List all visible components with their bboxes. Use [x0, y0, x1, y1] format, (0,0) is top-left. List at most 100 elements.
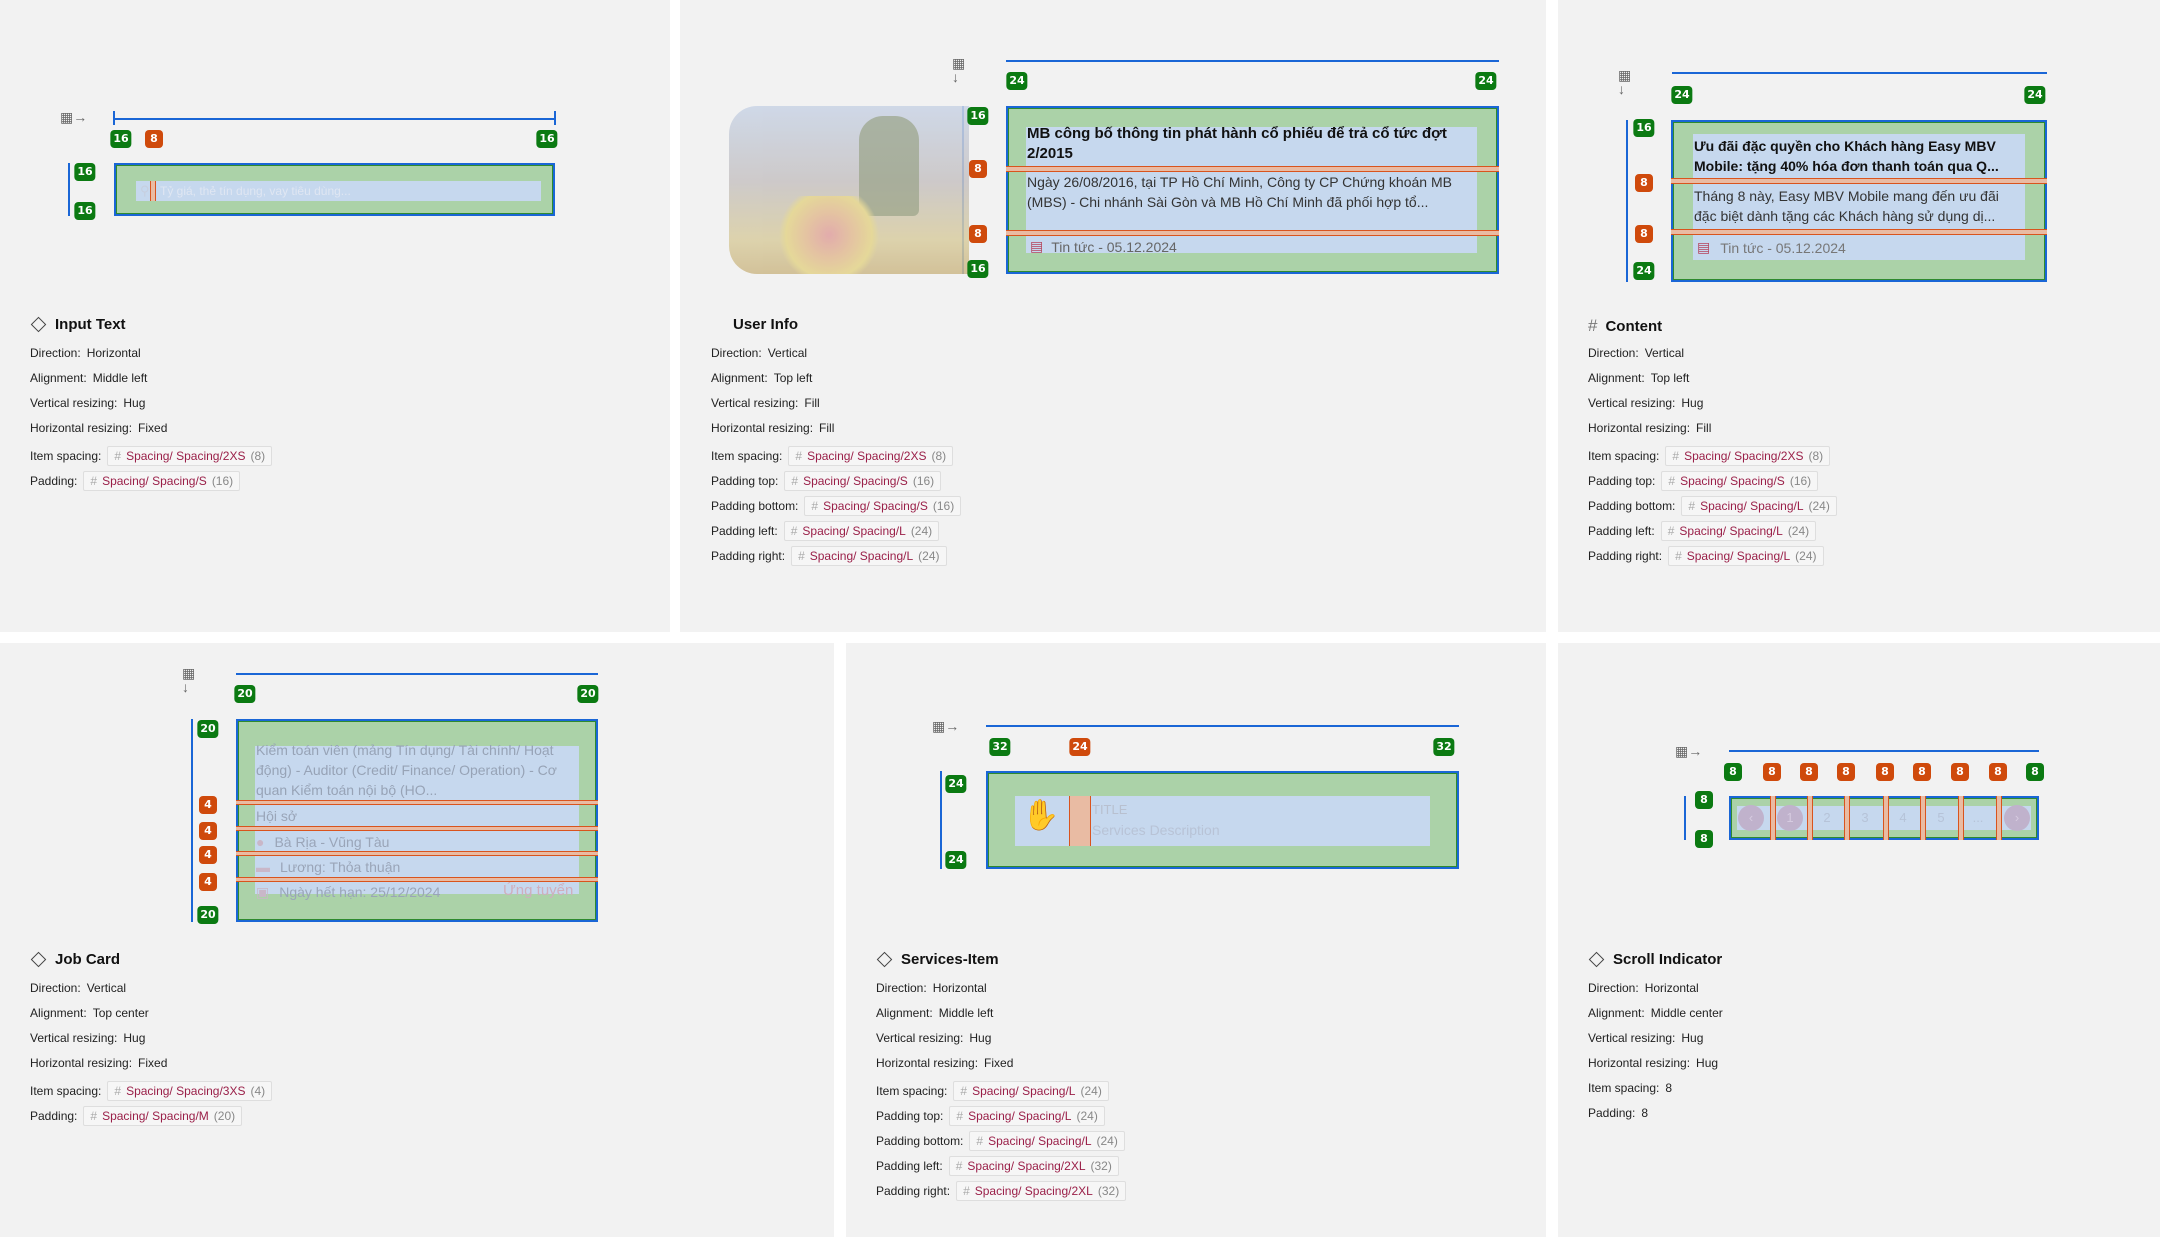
property-label: Alignment:: [1588, 1006, 1645, 1020]
property-row: Vertical resizing:Hug: [876, 1031, 991, 1045]
news-headline[interactable]: MB công bố thông tin phát hành cổ phiếu …: [1027, 125, 1447, 162]
property-label: Padding bottom:: [876, 1134, 964, 1148]
spacing-badge: 8: [1876, 763, 1894, 781]
property-label: Direction:: [711, 346, 762, 360]
next-page-button[interactable]: ›: [2004, 805, 2030, 831]
variable-hash-icon: #: [811, 499, 819, 513]
vertical-layout-icon: ▦↓: [952, 55, 966, 85]
horizontal-layout-icon: ▦→: [932, 718, 960, 734]
property-label: Horizontal resizing:: [30, 1056, 133, 1070]
job-card-content: [255, 746, 579, 894]
property-label: Horizontal resizing:: [30, 421, 133, 435]
news-meta: Tin tức - 05.12.2024: [1051, 238, 1177, 255]
property-value: Fill: [1696, 421, 1712, 435]
prev-page-button[interactable]: ‹: [1738, 805, 1764, 831]
property-label: Padding bottom:: [1588, 499, 1676, 513]
property-label: Alignment:: [711, 371, 768, 385]
spacing-badge: 8: [1951, 763, 1969, 781]
property-row: Padding top:#Spacing/ Spacing/S(16): [711, 471, 942, 491]
spacing-badge: 16: [74, 202, 96, 220]
variable-token-name: Spacing/ Spacing/2XS: [807, 449, 927, 463]
width-measure-line: [1006, 60, 1499, 62]
page-item[interactable]: 4: [1899, 810, 1907, 825]
width-measure-line: [236, 673, 598, 675]
property-label: Horizontal resizing:: [711, 421, 814, 435]
job-title[interactable]: Kiểm toán viên (mảng Tín dụng/ Tài chính…: [256, 742, 557, 798]
height-measure-line: [68, 163, 70, 216]
property-row: Alignment:Top left: [1588, 371, 1689, 385]
spacing-badge: 24: [1671, 86, 1693, 104]
property-label: Direction:: [1588, 981, 1639, 995]
variable-token-chip[interactable]: #Spacing/ Spacing/L(24): [783, 521, 940, 541]
item-spacing-gap: [236, 800, 598, 805]
measure-cap: [113, 111, 115, 125]
height-measure-line: [940, 771, 942, 869]
variable-token-name: Spacing/ Spacing/L: [988, 1134, 1092, 1148]
variable-token-chip[interactable]: #Spacing/ Spacing/L(24): [1660, 521, 1817, 541]
property-label: Item spacing:: [30, 449, 102, 463]
promo-headline[interactable]: Ưu đãi đặc quyền cho Khách hàng Easy MBV…: [1694, 138, 1999, 174]
variable-token-chip[interactable]: #Spacing/ Spacing/S(16): [784, 471, 942, 491]
property-label: Vertical resizing:: [711, 396, 799, 410]
variable-token-value: (8): [250, 449, 266, 463]
page-item[interactable]: 3: [1861, 810, 1869, 825]
property-label: Alignment:: [1588, 371, 1645, 385]
property-value: 8: [1641, 1106, 1649, 1120]
search-input[interactable]: ⚲: [136, 181, 541, 201]
variable-token-chip[interactable]: #Spacing/ Spacing/S(16): [804, 496, 962, 516]
item-spacing-gap: [1996, 796, 2002, 840]
variable-token-chip[interactable]: #Spacing/ Spacing/L(24): [969, 1131, 1125, 1151]
property-row: Padding bottom: #Spacing/ Spacing/L(24): [1588, 496, 1837, 516]
variable-token-chip[interactable]: #Spacing/ Spacing/L(24): [953, 1081, 1109, 1101]
page-item[interactable]: 2: [1823, 810, 1831, 825]
variable-token-chip[interactable]: #Spacing/ Spacing/S(16): [1661, 471, 1819, 491]
variable-hash-icon: #: [960, 1084, 968, 1098]
variable-token-chip[interactable]: #Spacing/ Spacing/M(20): [83, 1106, 243, 1126]
variable-token-chip[interactable]: #Spacing/ Spacing/2XL(32): [948, 1156, 1119, 1176]
variable-token-chip[interactable]: #Spacing/ Spacing/L(24): [1681, 496, 1837, 516]
variable-hash-icon: #: [1668, 474, 1676, 488]
variable-token-value: (24): [1795, 549, 1817, 563]
property-value: Fixed: [138, 1056, 168, 1070]
apply-button[interactable]: Ứng tuyển: [503, 882, 574, 899]
spacing-badge: 8: [1635, 225, 1653, 243]
property-label: Padding right:: [1588, 549, 1663, 563]
property-value: Fill: [804, 396, 820, 410]
money-icon: ▬: [256, 859, 270, 875]
property-label: Padding left:: [876, 1159, 943, 1173]
variable-token-chip[interactable]: #Spacing/ Spacing/2XS(8): [1665, 446, 1831, 466]
property-row: Padding top:#Spacing/ Spacing/L(24): [876, 1106, 1105, 1126]
variable-token-name: Spacing/ Spacing/M: [102, 1109, 209, 1123]
property-value: Vertical: [1644, 346, 1685, 360]
variable-hash-icon: #: [798, 549, 805, 563]
property-value: Middle center: [1650, 1006, 1723, 1020]
job-office: Hội sở: [256, 808, 298, 824]
variable-hash-icon: #: [795, 449, 803, 463]
property-value: Hug: [1696, 1056, 1719, 1070]
variable-token-name: Spacing/ Spacing/L: [1679, 524, 1783, 538]
page-item[interactable]: 5: [1937, 810, 1945, 825]
variable-token-chip[interactable]: #Spacing/ Spacing/2XS(8): [107, 446, 273, 466]
property-value: Horizontal: [932, 981, 987, 995]
property-row: Padding top:#Spacing/ Spacing/S(16): [1588, 471, 1819, 491]
variable-token-chip[interactable]: #Spacing/ Spacing/L(24): [791, 546, 947, 566]
variable-token-chip[interactable]: #Spacing/ Spacing/3XS(4): [107, 1081, 273, 1101]
item-spacing-gap: [236, 877, 598, 882]
variable-token-chip[interactable]: #Spacing/ Spacing/2XS(8): [788, 446, 954, 466]
property-value: Horizontal: [86, 346, 141, 360]
property-label: Item spacing:: [711, 449, 783, 463]
job-deadline: ▣Ngày hết hạn: 25/12/2024: [256, 884, 440, 901]
variable-token-chip[interactable]: #Spacing/ Spacing/S(16): [83, 471, 241, 491]
page-item[interactable]: 1: [1777, 805, 1803, 831]
property-label: Padding:: [1588, 1106, 1636, 1120]
page-item[interactable]: ...: [1972, 810, 1984, 825]
variable-token-chip[interactable]: #Spacing/ Spacing/L(24): [1668, 546, 1824, 566]
variable-token-chip[interactable]: #Spacing/ Spacing/L(24): [949, 1106, 1105, 1126]
property-value: Hug: [969, 1031, 992, 1045]
news-description: Ngày 26/08/2016, tại TP Hồ Chí Minh, Côn…: [1027, 174, 1452, 210]
variable-token-chip[interactable]: #Spacing/ Spacing/2XL(32): [956, 1181, 1127, 1201]
property-label: Padding left:: [1588, 524, 1655, 538]
property-row: Padding bottom:#Spacing/ Spacing/S(16): [711, 496, 962, 516]
property-row: Vertical resizing:Hug: [30, 1031, 145, 1045]
variable-token-value: (24): [1080, 1084, 1102, 1098]
